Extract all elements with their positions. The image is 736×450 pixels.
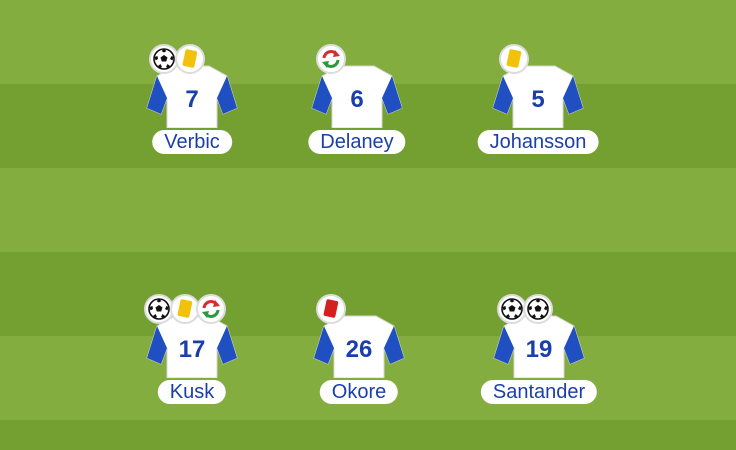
substitution-icon [316,44,346,74]
shirt-icon [483,58,593,128]
player-number: 5 [531,86,545,113]
player-name: Delaney [308,130,406,154]
goal-icon [144,294,174,324]
event-badges [144,294,226,326]
event-badges [499,44,529,76]
player-card-okore[interactable]: 26 Okore [294,294,424,418]
event-badges [316,44,346,76]
event-badges [497,294,553,326]
player-card-delaney[interactable]: 6 Delaney [292,44,422,168]
goal-icon [523,294,553,324]
player-name: Johansson [477,130,599,154]
player-card-johansson[interactable]: 5 Johansson [473,44,603,168]
player-number: 19 [525,336,553,363]
player-name: Verbic [152,130,232,154]
event-badges [149,44,205,76]
yellow-card-icon [175,44,205,74]
player-number: 6 [350,86,364,113]
player-card-verbic[interactable]: 7 Verbic [127,44,257,168]
player-number: 17 [178,336,206,363]
substitution-icon [196,294,226,324]
player-number: 7 [185,86,199,113]
player-name: Santander [480,380,598,404]
pitch-stripe [0,168,736,252]
shirt-icon [484,308,594,378]
event-badges [316,294,346,326]
player-card-santander[interactable]: 19 Santander [474,294,604,418]
player-number: 26 [345,336,373,363]
red-card-icon [316,294,346,324]
shirt-icon [137,58,247,128]
pitch-stripe [0,420,736,450]
shirt-icon [302,58,412,128]
yellow-card-icon [499,44,529,74]
yellow-card-icon [170,294,200,324]
player-name: Kusk [157,380,227,404]
player-name: Okore [319,380,399,404]
shirt-icon [137,308,247,378]
player-card-kusk[interactable]: 17 Kusk [127,294,257,418]
shirt-icon [304,308,414,378]
